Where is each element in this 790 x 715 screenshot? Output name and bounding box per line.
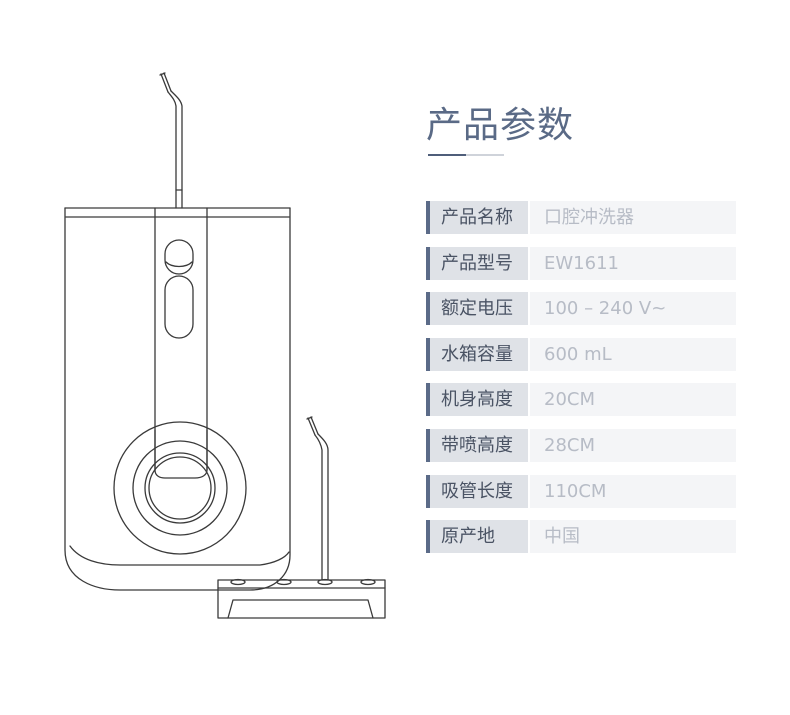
spec-value: 100 – 240 V~: [530, 292, 736, 326]
spec-label: 带喷高度: [426, 428, 528, 462]
spec-row-body-height: 机身高度 20CM: [426, 383, 736, 417]
product-illustration: [64, 72, 386, 619]
title-underline: [428, 154, 504, 156]
section-title: 产品参数: [426, 105, 575, 146]
spec-row-product-name: 产品名称 口腔冲洗器: [426, 201, 736, 234]
main-nozzle-tip: [159, 72, 183, 209]
spec-table: 产品名称 口腔冲洗器 产品型号 EW1611 额定电压 100 – 240 V~…: [426, 201, 736, 566]
spec-row-hose-length: 吸管长度 110CM: [426, 474, 736, 508]
spec-value: 20CM: [530, 383, 736, 417]
spec-row-height-with-nozzle: 带喷高度 28CM: [426, 428, 736, 462]
spec-value: 28CM: [530, 428, 736, 462]
spec-value: 110CM: [530, 474, 736, 508]
spec-row-origin: 原产地 中国: [426, 520, 736, 554]
tank-window: [113, 421, 247, 555]
spec-row-model: 产品型号 EW1611: [426, 246, 736, 280]
spec-row-voltage: 额定电压 100 – 240 V~: [426, 292, 736, 326]
spare-nozzle: [306, 416, 329, 581]
spec-label: 原产地: [426, 520, 528, 554]
control-buttons: [164, 239, 194, 339]
spec-label: 额定电压: [426, 292, 528, 326]
nozzle-holder: [217, 578, 386, 619]
spec-value: 600 mL: [530, 337, 736, 371]
device-handle: [154, 207, 208, 479]
spec-row-tank-capacity: 水箱容量 600 mL: [426, 337, 736, 371]
device-body: [64, 207, 291, 591]
spec-value: 口腔冲洗器: [530, 201, 736, 234]
spec-label: 机身高度: [426, 383, 528, 417]
spec-label: 产品名称: [426, 201, 528, 234]
spec-label: 产品型号: [426, 246, 528, 280]
spec-label: 水箱容量: [426, 337, 528, 371]
spec-value: EW1611: [530, 246, 736, 280]
spec-label: 吸管长度: [426, 474, 528, 508]
spec-value: 中国: [530, 520, 736, 554]
